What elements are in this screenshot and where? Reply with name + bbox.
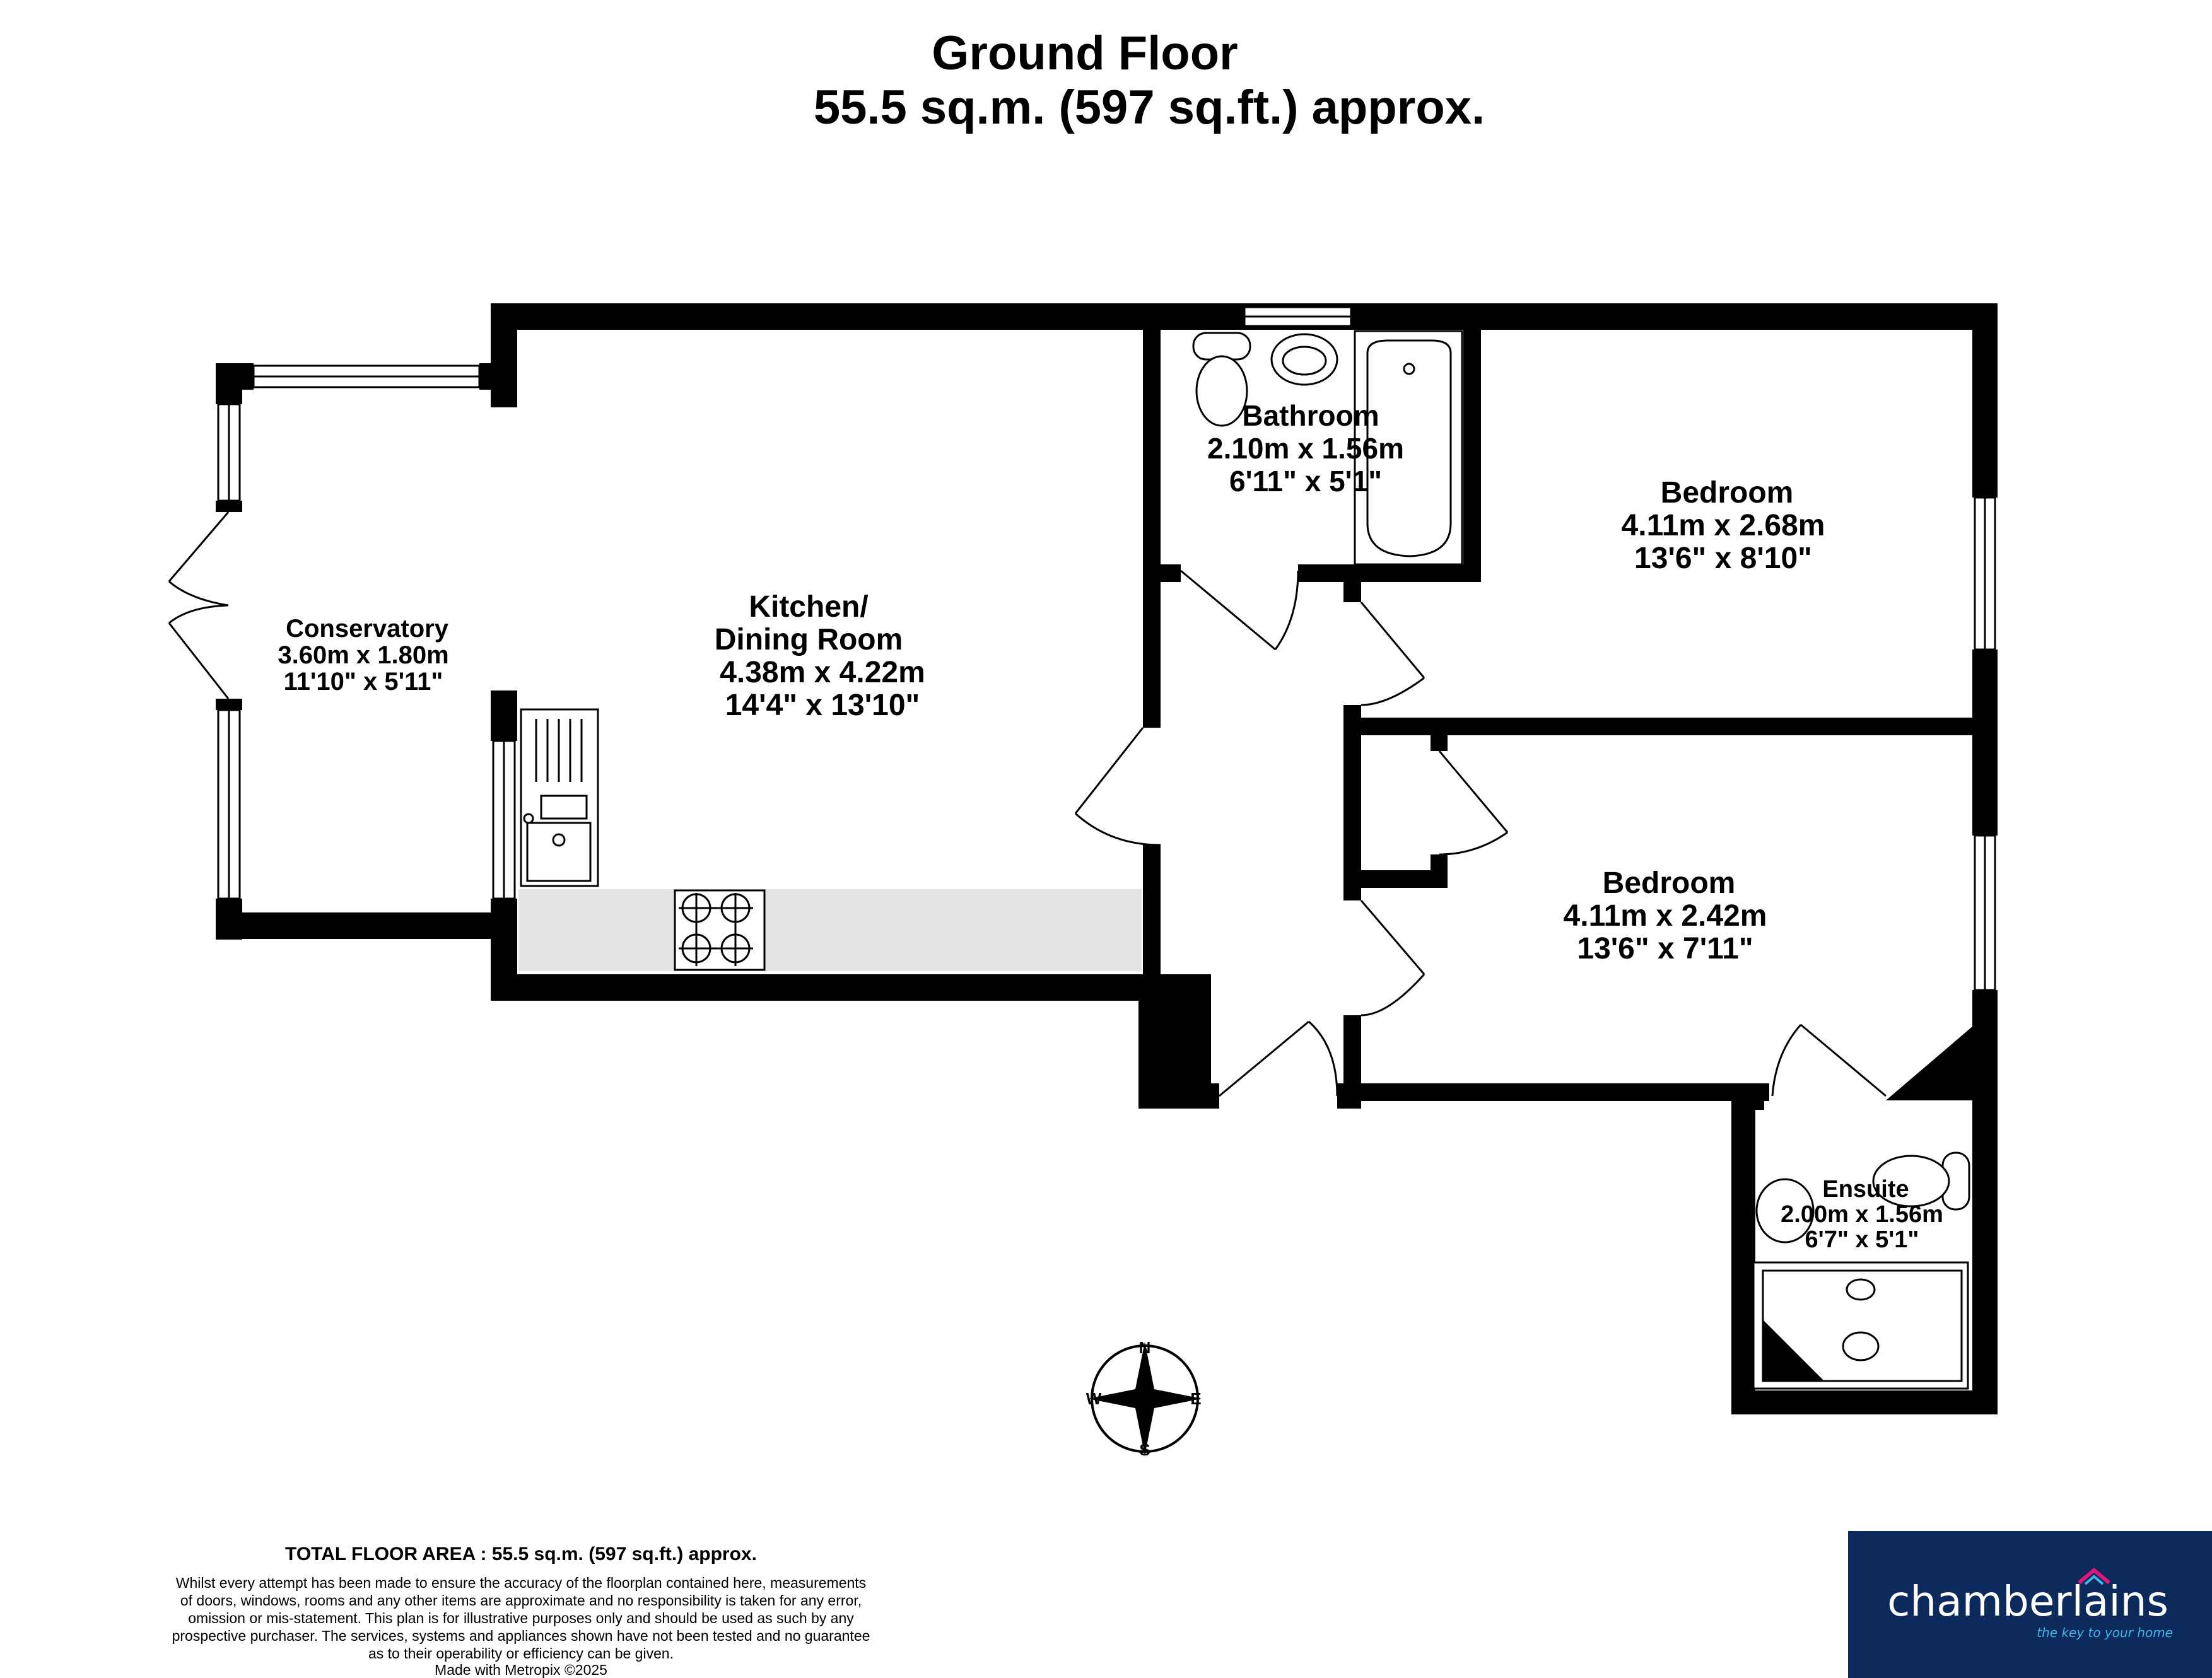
sink-tap [523, 813, 534, 824]
room-imperial: 6'7" x 5'1" [1805, 1226, 1919, 1253]
compass-w: W [1086, 1389, 1102, 1408]
bathroom-wc-bowl [1195, 355, 1248, 427]
room-metric: 4.11m x 2.68m [1622, 509, 1825, 542]
room-name: Conservatory [286, 615, 449, 643]
ensuite-wc-bowl [1872, 1155, 1950, 1208]
cupboard-door [1438, 750, 1509, 856]
room-imperial: 11'10" x 5'11" [284, 668, 443, 696]
shower-drain [1846, 1278, 1876, 1301]
bathroom-door [1180, 569, 1299, 651]
room-name: Bathroom [1242, 399, 1379, 432]
compass: N E S W [1086, 1338, 1202, 1459]
ensuite-door [1771, 1023, 1887, 1097]
room-imperial: 13'6" x 7'11" [1577, 932, 1753, 965]
ensuite-basin [1755, 1178, 1815, 1244]
logo-roof-icon [2078, 1568, 2110, 1585]
room-metric: 2.10m x 1.56m [1207, 432, 1404, 465]
room-name: Kitchen/ [749, 590, 868, 624]
front-door [1219, 1020, 1338, 1097]
room-bathroom: Bathroom 2.10m x 1.56m 6'11" x 5'1" [1207, 399, 1404, 498]
compass-s: S [1139, 1440, 1150, 1459]
kitchen-door [1074, 727, 1161, 846]
plan-area-subtitle: 55.5 sq.m. (597 sq.ft.) approx. [814, 81, 1485, 134]
disclaimer-line: omission or mis-statement. This plan is … [188, 1610, 854, 1626]
shower-corner-seat [1762, 1319, 1825, 1382]
kitchen-worktop [518, 889, 1142, 971]
room-name: Bedroom [1661, 476, 1794, 510]
room-kitchen: Kitchen/ Dining Room 4.38m x 4.22m 14'4"… [715, 590, 925, 722]
logo-tagline: the key to your home [2037, 1625, 2173, 1640]
disclaimer-line: as to their operability or efficiency ca… [368, 1645, 674, 1662]
room-metric: 3.60m x 1.80m [278, 641, 448, 669]
conservatory-door [168, 511, 230, 699]
windows [217, 306, 1996, 991]
disclaimer-line: of doors, windows, rooms and any other i… [180, 1592, 862, 1609]
bedroom2-door [1360, 900, 1425, 1017]
compass-star-icon [1088, 1342, 1202, 1455]
room-bedroom-1: Bedroom 4.11m x 2.68m 13'6" x 8'10" [1622, 476, 1825, 575]
room-name-line2: Dining Room [715, 623, 903, 656]
room-imperial: 13'6" x 8'10" [1634, 542, 1812, 575]
bedroom1-door [1360, 602, 1425, 706]
sink-drain [552, 833, 566, 847]
room-imperial: 14'4" x 13'10" [725, 689, 920, 722]
logo-name: chamberlains [1887, 1577, 2168, 1626]
room-metric: 4.38m x 4.22m [720, 656, 925, 689]
disclaimer-line: Whilst every attempt has been made to en… [176, 1575, 866, 1591]
made-with-credit: Made with Metropix ©2025 [435, 1662, 607, 1678]
chamberlains-logo: chamberlains the key to your home [1848, 1531, 2212, 1678]
fixtures [520, 330, 1970, 1390]
disclaimer: Whilst every attempt has been made to en… [172, 1575, 870, 1662]
drainer [535, 719, 583, 782]
bath-inner [1366, 339, 1452, 557]
total-floor-area: TOTAL FLOOR AREA : 55.5 sq.m. (597 sq.ft… [285, 1544, 757, 1564]
compass-n: N [1139, 1338, 1151, 1357]
walls [216, 303, 1998, 1414]
room-imperial: 6'11" x 5'1" [1229, 465, 1382, 498]
room-bedroom-2: Bedroom 4.11m x 2.42m 13'6" x 7'11" [1564, 866, 1767, 965]
sink-main-bowl [526, 822, 592, 882]
room-metric: 2.00m x 1.56m [1781, 1201, 1943, 1228]
plan-title: Ground Floor [932, 26, 1238, 80]
room-name: Bedroom [1603, 866, 1736, 900]
logo-background [1848, 1531, 2212, 1678]
doors [168, 511, 1887, 1097]
sink-small-bowl [540, 795, 588, 820]
disclaimer-line: prospective purchaser. The services, sys… [172, 1628, 870, 1644]
room-ensuite: Ensuite 2.00m x 1.56m 6'7" x 5'1" [1781, 1176, 1943, 1253]
room-name: Ensuite [1822, 1176, 1909, 1203]
compass-e: E [1190, 1389, 1201, 1408]
room-conservatory: Conservatory 3.60m x 1.80m 11'10" x 5'11… [278, 615, 448, 696]
shower-head [1842, 1331, 1880, 1361]
room-metric: 4.11m x 2.42m [1564, 899, 1767, 933]
